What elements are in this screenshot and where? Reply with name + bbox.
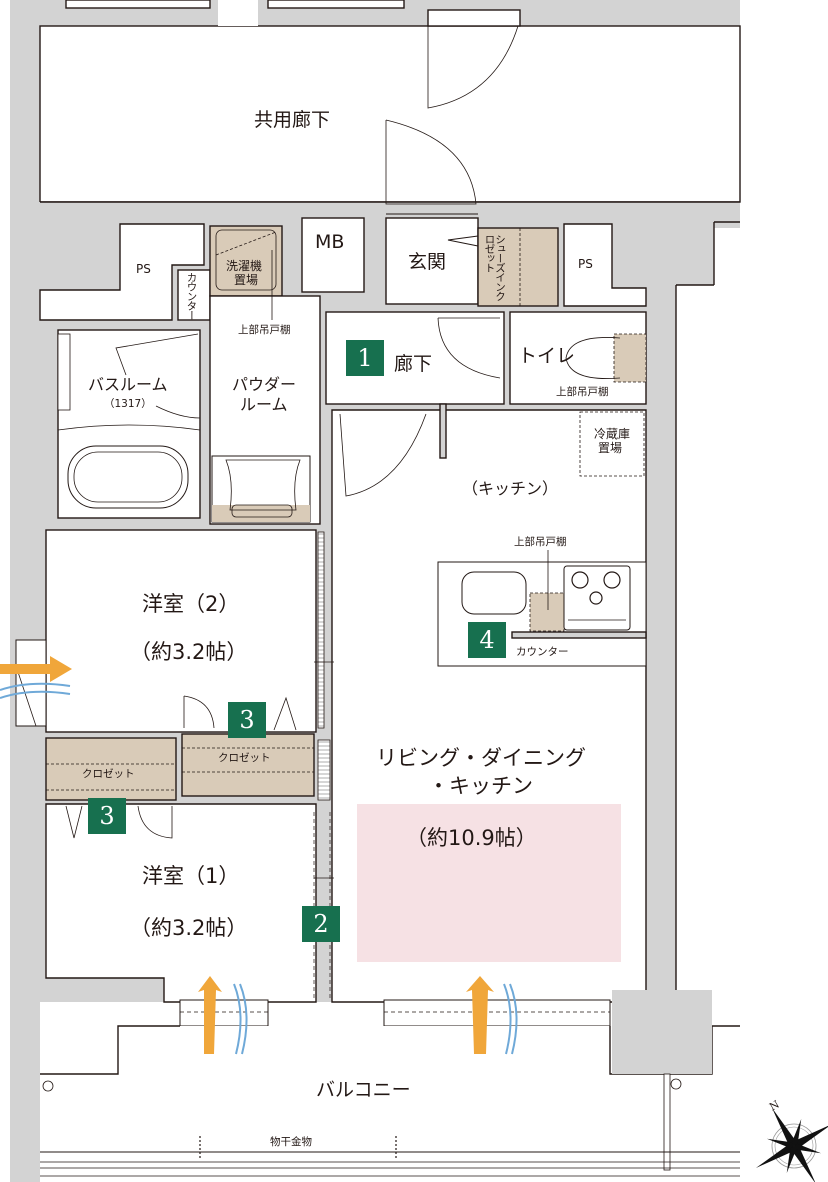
room-label-upper-cabinet-kitchen: 上部吊戸棚 — [514, 536, 567, 548]
room-label-western-room-2-size: （約3.2帖） — [130, 640, 248, 664]
room-label-shoe-closet: シューズインクロゼット — [483, 234, 507, 301]
room-label-upper-cabinet-toilet: 上部吊戸棚 — [556, 386, 609, 398]
room-label-fridge-1: 冷蔵庫 — [594, 427, 631, 441]
room-label-western-room-1-size: （約3.2帖） — [130, 916, 248, 940]
room-label-common-corridor: 共用廊下 — [254, 109, 331, 131]
feature-badge-sliding-partition: 2 — [302, 906, 340, 942]
room-label-drying-rack: 物干金物 — [270, 1136, 312, 1148]
feature-badge-closet-bottom: 3 — [88, 798, 126, 834]
room-label-bathroom-size: （1317） — [104, 398, 152, 410]
room-label-balcony: バルコニー — [316, 1079, 411, 1101]
feature-badge-closet-top: 3 — [228, 702, 266, 738]
feature-badge-counter: 4 — [468, 622, 506, 658]
room-label-entrance: 玄関 — [408, 251, 447, 273]
room-label-counter: カウンター — [516, 646, 569, 658]
room-label-upper-cabinet-powder: 上部吊戸棚 — [238, 324, 291, 336]
room-label-washer-1: 洗濯機 — [226, 259, 263, 273]
room-label-mb: MB — [315, 231, 345, 253]
room-label-western-room-2: 洋室（2） — [142, 592, 240, 616]
room-label-counter-vertical: カウンター — [185, 272, 198, 320]
room-label-bathroom: バスルーム — [88, 375, 168, 394]
room-label-toilet: トイレ — [518, 345, 576, 367]
room-label-ps-right: PS — [578, 257, 593, 271]
room-label-closet-a: クロゼット — [82, 768, 135, 780]
room-label-ldk-2: ・キッチン — [428, 774, 533, 798]
room-label-ldk-size: （約10.9帖） — [406, 826, 537, 850]
room-label-fridge-2: 置場 — [598, 441, 623, 455]
room-label-kitchen: （キッチン） — [462, 479, 559, 498]
room-label-hallway: 廊下 — [394, 353, 433, 375]
room-label-closet-b: クロゼット — [218, 752, 271, 764]
room-label-western-room-1: 洋室（1） — [142, 864, 240, 888]
compass-rose-icon — [755, 1107, 828, 1182]
feature-badge-hallway: 1 — [346, 340, 384, 376]
room-label-powder-room-1: パウダー — [232, 375, 297, 394]
room-label-powder-room-2: ルーム — [240, 395, 288, 414]
room-label-ldk-1: リビング・ダイニング — [376, 746, 586, 770]
room-label-washer-2: 置場 — [234, 273, 259, 287]
room-label-ps-left: PS — [136, 262, 151, 276]
